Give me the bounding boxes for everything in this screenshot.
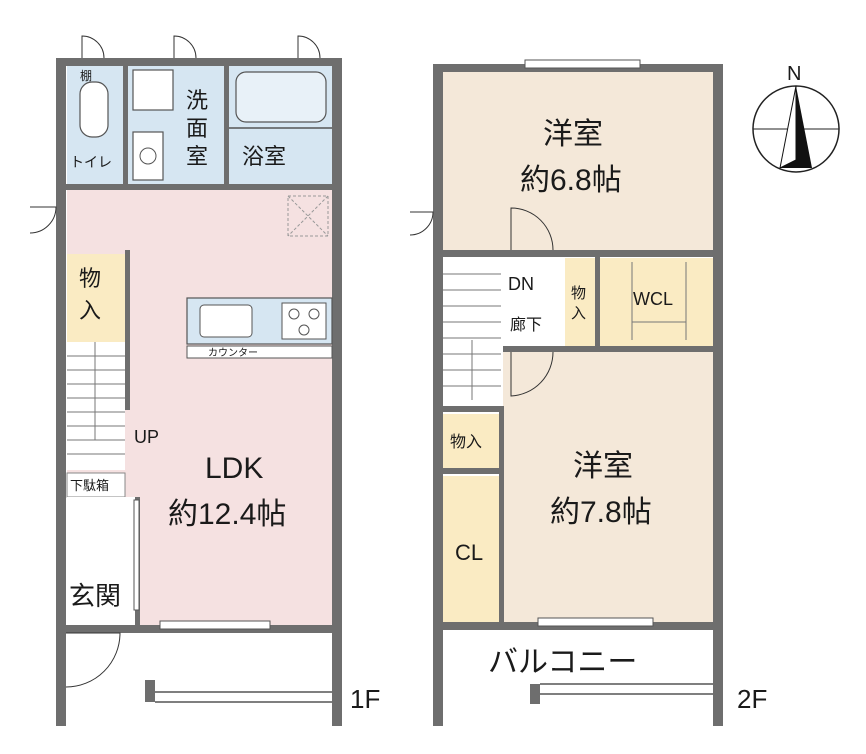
dn-label: DN — [508, 274, 534, 294]
stair-treads — [67, 342, 125, 455]
wall — [66, 184, 332, 190]
door-swing — [510, 207, 554, 251]
storage-a-label-1: 物 — [571, 285, 586, 302]
wall — [503, 346, 713, 352]
washroom-label-1: 洗 — [186, 88, 208, 113]
wall — [123, 66, 128, 184]
bedroom-south-name: 洋室 — [573, 450, 633, 483]
wall — [499, 406, 504, 622]
north-label: N — [787, 63, 801, 85]
floor1-label: 1F — [350, 684, 380, 714]
bedroom-north-name: 洋室 — [543, 118, 603, 151]
door-swing — [65, 632, 121, 688]
wall — [332, 58, 342, 726]
burner — [288, 308, 300, 320]
sink-basin — [139, 147, 157, 165]
bedroom-south — [503, 352, 713, 622]
window — [159, 620, 271, 630]
wcl-label: WCL — [633, 289, 673, 309]
storage-2f-a — [565, 258, 595, 346]
balcony-step — [530, 684, 540, 704]
wall — [443, 250, 713, 257]
door-swing — [173, 35, 197, 59]
counter-label: カウンター — [208, 347, 258, 359]
door-swing — [29, 206, 57, 234]
window — [133, 499, 140, 611]
storage-a-label-2: 入 — [571, 305, 586, 322]
floor1-plan: 棚 トイレ 洗 面 室 浴室 物 入 カウンター UP LDK 約12.4帖 下… — [29, 35, 380, 726]
toilet-label: トイレ — [70, 154, 112, 170]
ldk-size-label: 約12.4帖 — [168, 498, 286, 531]
closet-label: CL — [455, 540, 483, 565]
wall — [713, 64, 723, 726]
floor2-plan: 洋室 約6.8帖 DN 廊下 物 入 WCL 物入 洋室 約7.8帖 CL バル… — [409, 59, 767, 726]
wall — [595, 257, 600, 347]
shelf-label: 棚 — [80, 68, 92, 83]
kitchen-sink — [199, 304, 253, 338]
storage-1f — [67, 254, 125, 342]
storage-label-2: 入 — [79, 298, 101, 323]
bedroom-south-size: 約7.8帖 — [550, 496, 652, 529]
balcony — [443, 632, 713, 684]
window — [537, 617, 654, 627]
porch-step — [145, 680, 155, 702]
wall — [125, 250, 130, 410]
hallway-label: 廊下 — [510, 316, 542, 334]
washroom-label-3: 室 — [186, 144, 208, 169]
stairs-1f — [67, 342, 125, 470]
shoe-box-label: 下駄箱 — [70, 478, 109, 493]
window — [524, 59, 641, 69]
entrance-label: 玄関 — [69, 581, 121, 611]
wall — [56, 58, 66, 726]
storage-label-1: 物 — [79, 266, 101, 291]
hallway — [503, 258, 561, 350]
stair-treads — [443, 273, 501, 400]
counter-bar — [186, 345, 333, 359]
wall — [56, 58, 342, 66]
wall — [443, 468, 503, 474]
floor2-label: 2F — [737, 684, 767, 714]
entrance — [67, 497, 135, 625]
compass: N — [752, 63, 840, 173]
stove — [281, 302, 327, 340]
washroom-label-2: 面 — [186, 116, 208, 141]
door-swing — [409, 211, 434, 236]
wall — [433, 64, 443, 726]
closet — [443, 476, 499, 622]
bath-label: 浴室 — [242, 144, 286, 169]
wall — [224, 66, 229, 184]
bedroom-north — [443, 72, 713, 250]
burner — [298, 324, 310, 336]
shoe-box — [66, 472, 126, 498]
ldk-name-label: LDK — [205, 452, 263, 485]
range-hood — [287, 195, 329, 237]
toilet-fixture — [79, 81, 109, 138]
burner — [308, 308, 320, 320]
bedroom-north-size: 約6.8帖 — [520, 164, 622, 197]
walk-in-closet — [600, 258, 713, 346]
bathtub — [235, 71, 327, 123]
door-swing — [297, 35, 321, 59]
washer-space — [132, 69, 174, 111]
door-swing — [510, 351, 554, 397]
up-label: UP — [134, 427, 159, 447]
door-swing — [81, 35, 105, 59]
storage-2f-b — [443, 414, 499, 468]
storage-b-label: 物入 — [450, 433, 482, 451]
balcony-label: バルコニー — [488, 646, 637, 679]
wall — [443, 406, 503, 412]
